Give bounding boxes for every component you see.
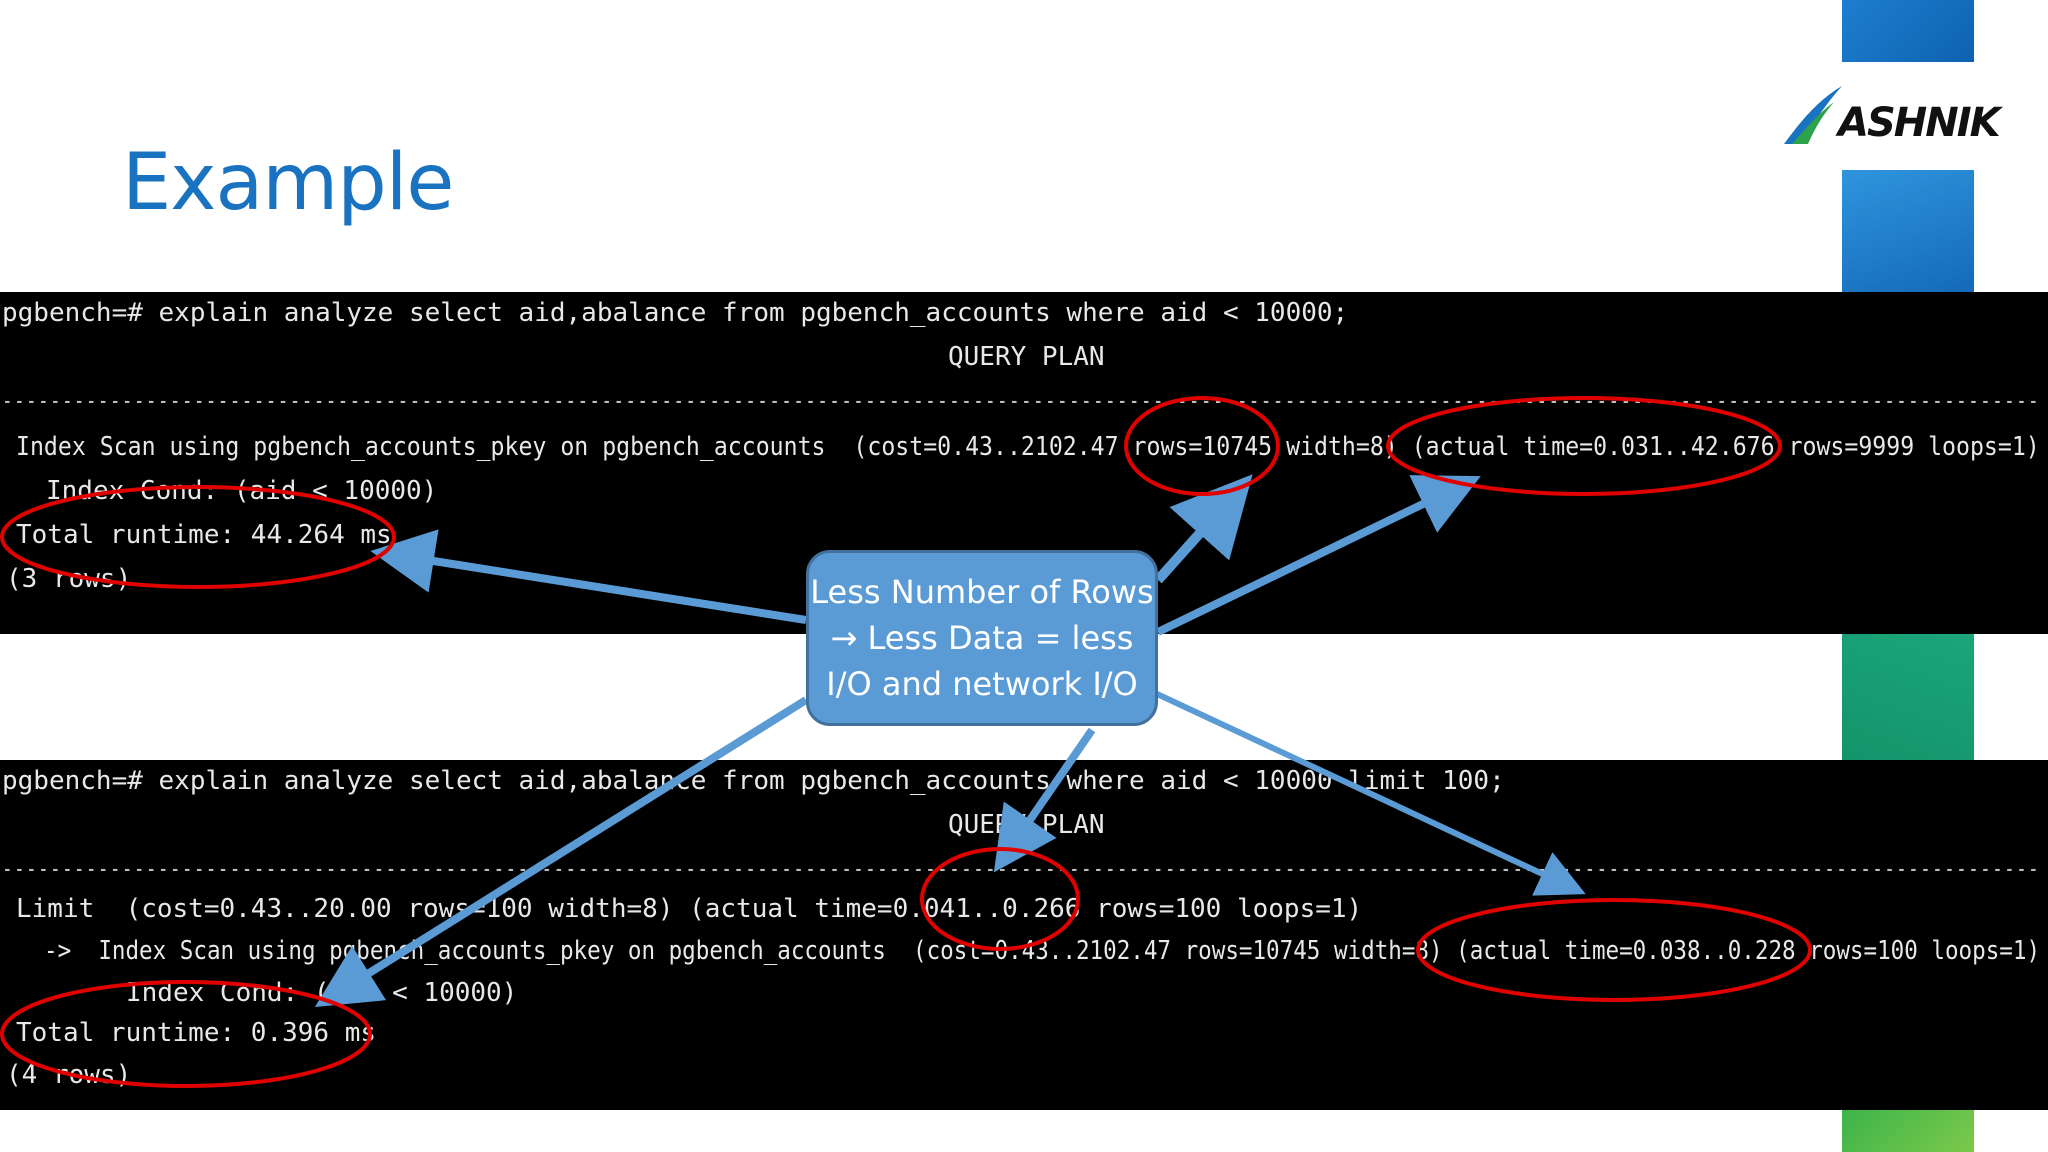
query-1-row-count: (3 rows) <box>6 564 132 594</box>
query-2-command: pgbench=# explain analyze select aid,aba… <box>2 766 1505 796</box>
query-1-runtime: Total runtime: 44.264 ms <box>16 520 392 550</box>
query-1-command: pgbench=# explain analyze select aid,aba… <box>2 298 1349 328</box>
ashnik-logo: ASHNIK <box>1778 82 2008 154</box>
callout-box: Less Number of Rows → Less Data = less I… <box>806 550 1158 726</box>
query-1-plan-header: QUERY PLAN <box>948 342 1105 372</box>
brand-stripe-blue <box>1842 170 1974 294</box>
query-2-plan-line-3: Index Cond: (aid < 10000) <box>126 978 518 1008</box>
query-2-row-count: (4 rows) <box>6 1060 132 1090</box>
logo-text: ASHNIK <box>1838 100 2001 146</box>
query-2-separator: ----------------------------------------… <box>2 854 2041 884</box>
query-2-plan-line-2: -> Index Scan using pgbench_accounts_pke… <box>44 936 2041 966</box>
slide-title: Example <box>122 138 454 228</box>
query-2-plan-header: QUERY PLAN <box>948 810 1105 840</box>
logo-swoosh-icon <box>1784 86 1842 144</box>
brand-stripe-green <box>1842 634 1974 760</box>
query-1-plan-line-1: Index Scan using pgbench_accounts_pkey o… <box>16 432 2040 462</box>
query-1-separator: ----------------------------------------… <box>2 386 2041 416</box>
query-2-runtime: Total runtime: 0.396 ms <box>16 1018 377 1048</box>
query-1-plan-line-2: Index Cond: (aid < 10000) <box>46 476 438 506</box>
terminal-query-2: pgbench=# explain analyze select aid,aba… <box>0 760 2048 1110</box>
query-2-plan-line-1: Limit (cost=0.43..20.00 rows=100 width=8… <box>16 894 1363 924</box>
brand-stripe-bottom <box>1842 1110 1974 1152</box>
brand-stripe-top <box>1842 0 1974 62</box>
